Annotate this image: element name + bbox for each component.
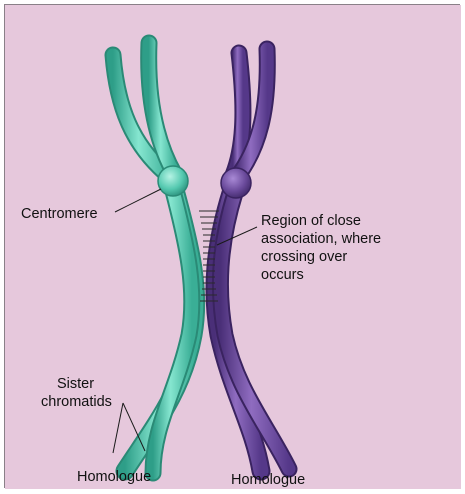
teal-centromere: [158, 166, 188, 196]
homologue-right-label: Homologue: [231, 472, 305, 488]
purple-centromere: [221, 168, 251, 198]
diagram-panel: Centromere Region of close association, …: [4, 4, 460, 488]
centromere-label: Centromere: [21, 206, 98, 222]
sister-chromatids-label-line-1: Sister: [57, 376, 94, 392]
sister-chromatids-label-line-2: chromatids: [41, 394, 112, 410]
region-label-line-2: association, where: [261, 231, 381, 247]
region-label-line-1: Region of close: [261, 213, 361, 229]
region-label-line-4: occurs: [261, 267, 304, 283]
region-label-line-3: crossing over: [261, 249, 347, 265]
homologue-left-label: Homologue: [77, 469, 151, 485]
chromosome-diagram: Centromere Region of close association, …: [5, 5, 461, 489]
